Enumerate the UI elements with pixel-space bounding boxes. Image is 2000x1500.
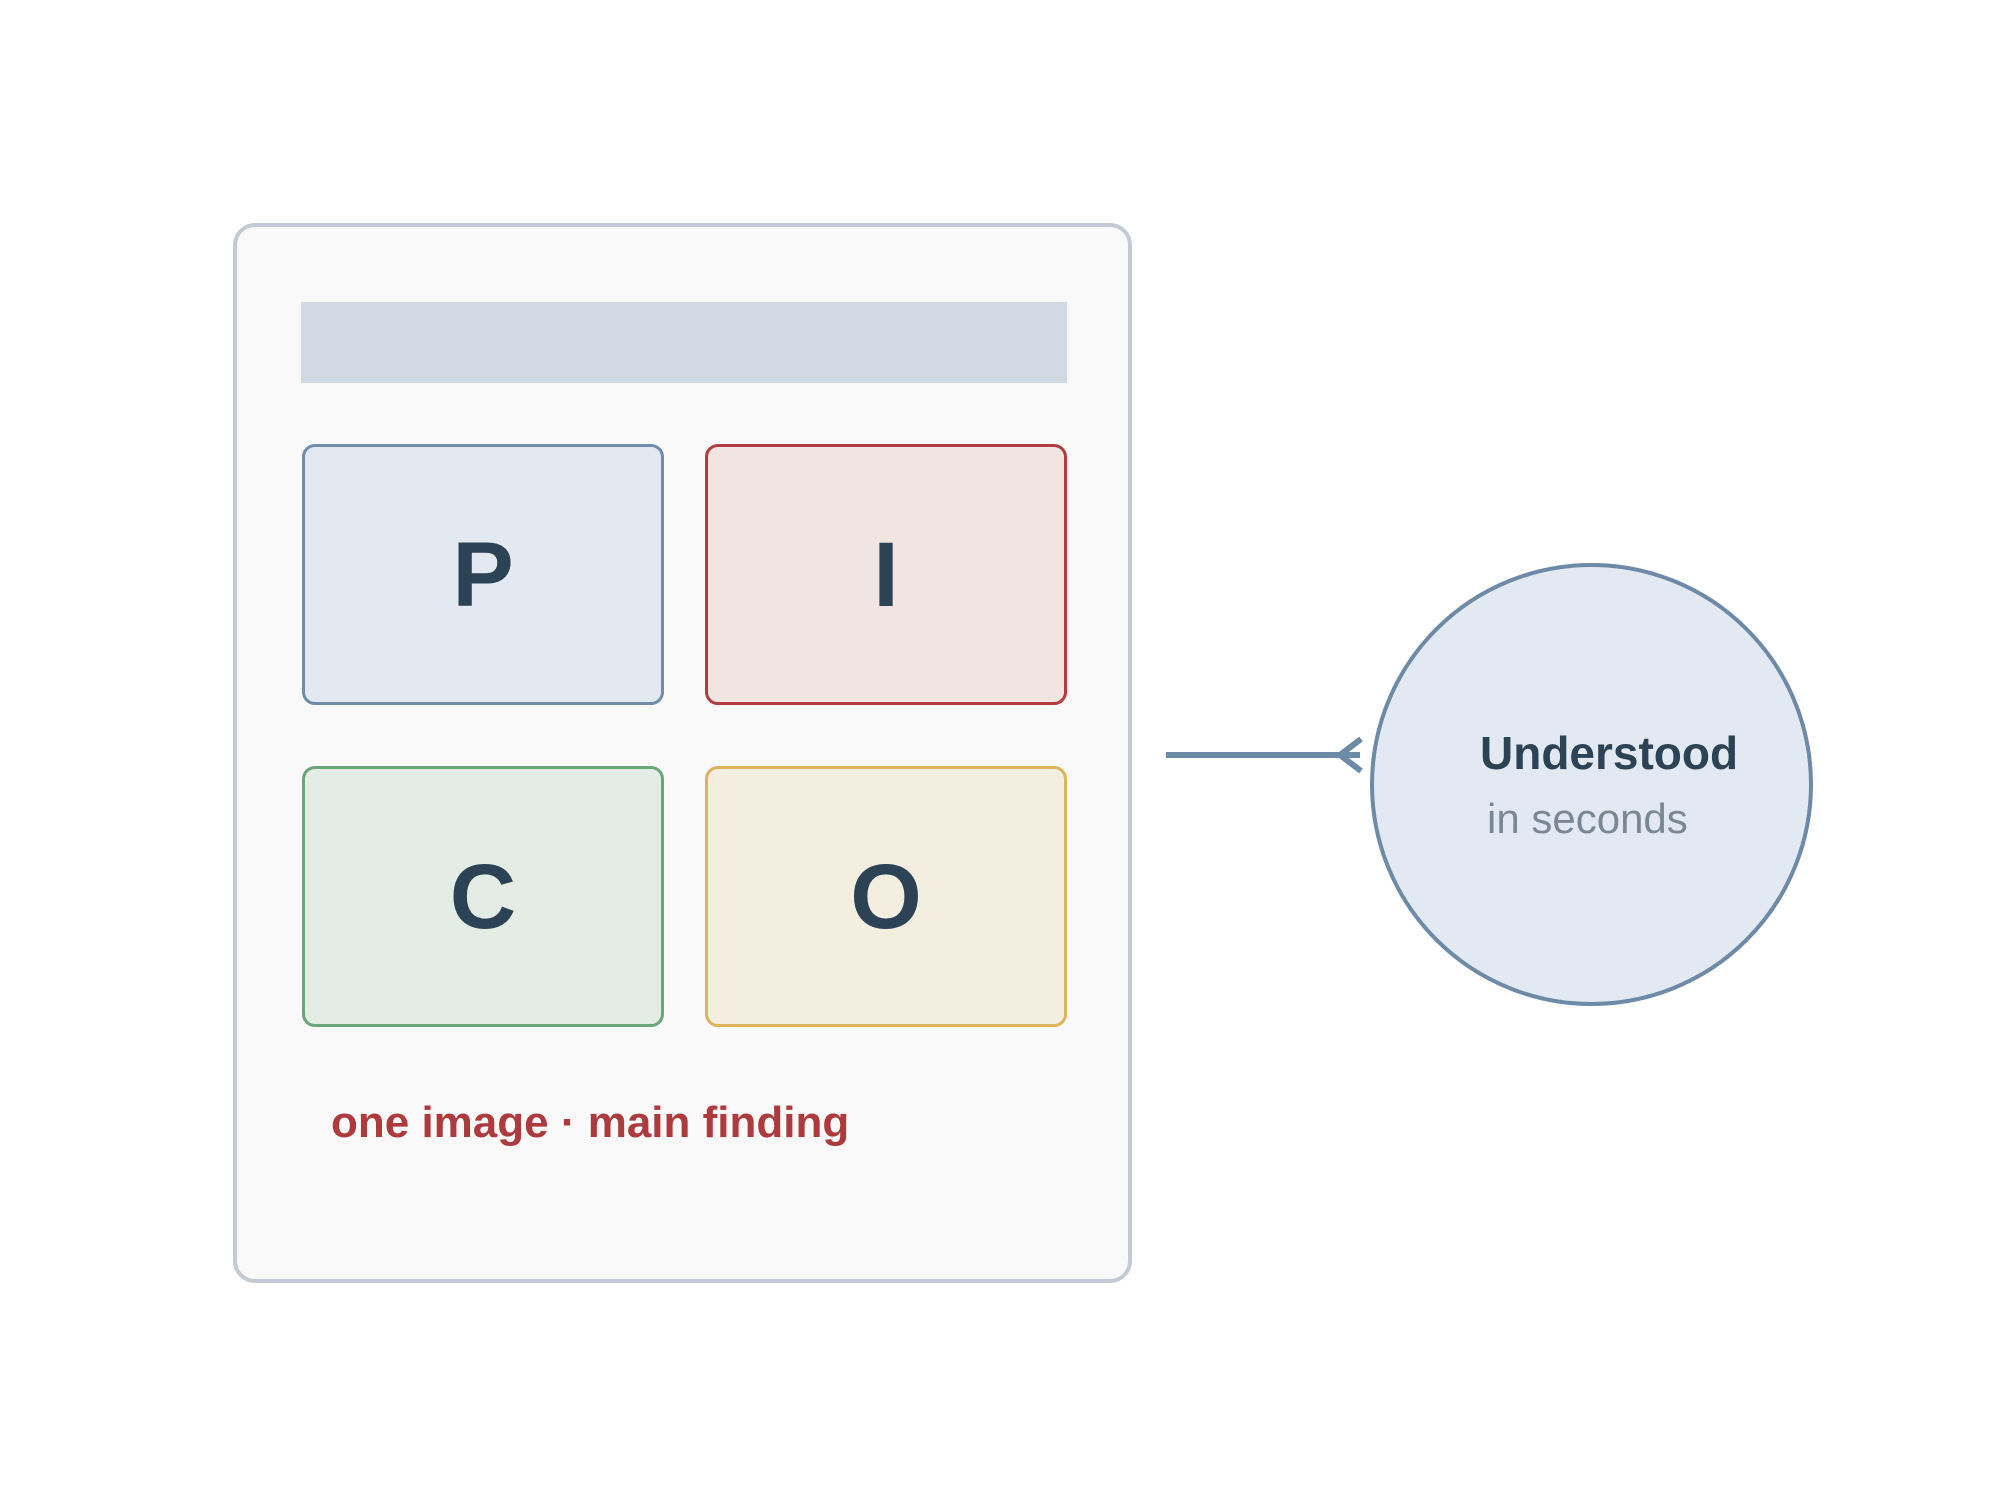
tile-letter-o: O <box>850 845 922 948</box>
bubble-title: Understood <box>1480 727 1739 779</box>
abstract-card <box>233 223 1132 1283</box>
tile-letter-p: P <box>452 523 514 626</box>
arrowhead-icon <box>1335 736 1363 774</box>
tile-letter-i: I <box>873 523 899 626</box>
tile-outcome: O <box>705 766 1067 1027</box>
tile-intervention: I <box>705 444 1067 705</box>
tile-letter-c: C <box>449 845 517 948</box>
bubble-subtitle: in seconds <box>1487 795 1688 842</box>
card-header-bar <box>301 302 1067 383</box>
card-caption: one image · main finding <box>331 1098 850 1147</box>
tile-comparison: C <box>302 766 664 1027</box>
tile-population: P <box>302 444 664 705</box>
result-bubble <box>1370 563 1813 1006</box>
